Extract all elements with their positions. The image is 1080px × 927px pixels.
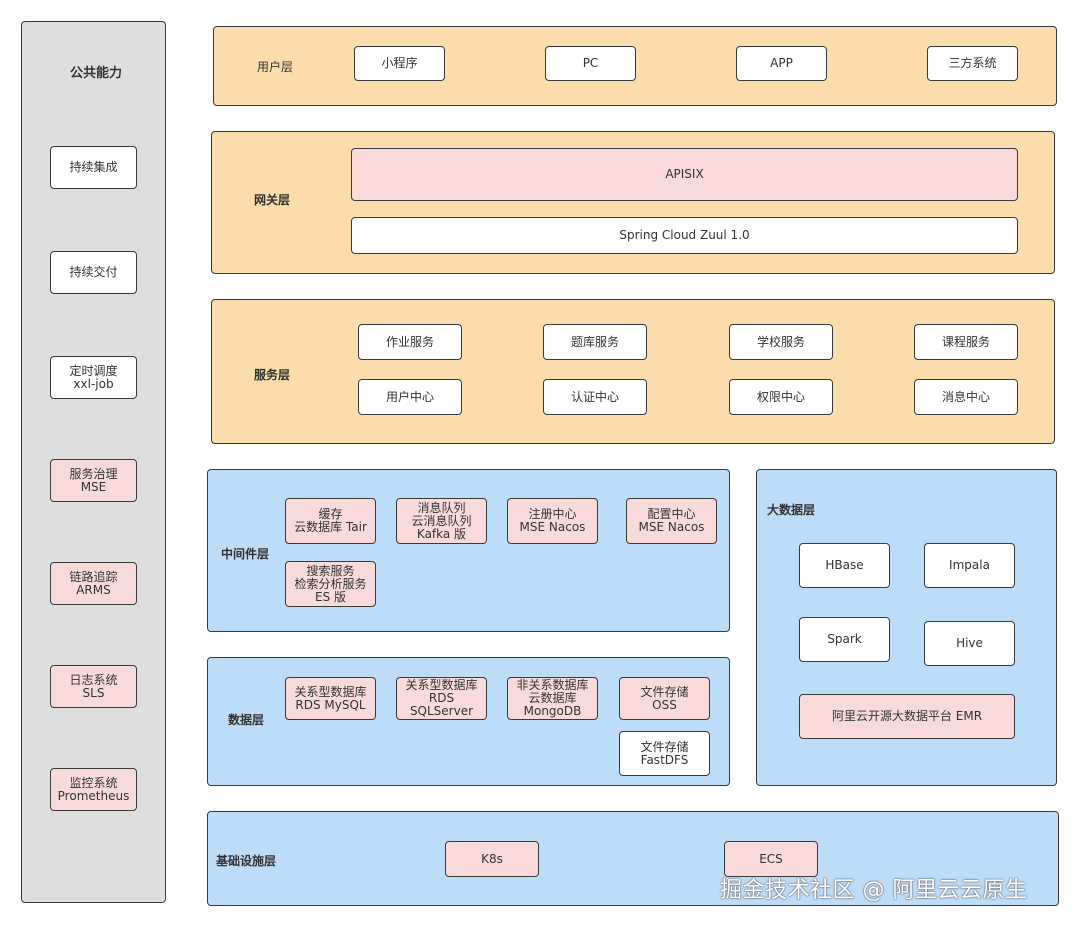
user-item-third-party: 三方系统 <box>927 46 1018 81</box>
public-item-sls: 日志系统 SLS <box>50 665 137 708</box>
middleware-item-search: 搜索服务 检索分析服务 ES 版 <box>285 561 376 607</box>
service-layer-label: 服务层 <box>254 368 291 382</box>
middleware-item-config: 配置中心 MSE Nacos <box>626 498 717 544</box>
middleware-item-message-queue: 消息队列 云消息队列 Kafka 版 <box>396 498 487 544</box>
data-item-rds-sqlserver: 关系型数据库 RDS SQLServer <box>396 677 487 720</box>
bigdata-item-impala: Impala <box>924 543 1015 588</box>
data-item-rds-mysql: 关系型数据库 RDS MySQL <box>285 677 376 720</box>
bigdata-layer-label: 大数据层 <box>767 503 816 517</box>
public-capabilities-title: 公共能力 <box>70 66 123 81</box>
middleware-layer-panel <box>207 469 730 632</box>
service-item-permission-center: 权限中心 <box>729 379 833 415</box>
middleware-item-cache: 缓存 云数据库 Tair <box>285 498 376 544</box>
service-item-question-bank: 题库服务 <box>543 324 647 360</box>
user-item-app: APP <box>736 46 827 81</box>
data-layer-label: 数据层 <box>228 713 265 727</box>
infra-layer-panel <box>207 811 1059 906</box>
bigdata-item-spark: Spark <box>799 617 890 662</box>
public-item-ci: 持续集成 <box>50 146 137 189</box>
bigdata-item-hbase: HBase <box>799 543 890 588</box>
bigdata-item-hive: Hive <box>924 621 1015 666</box>
service-item-school: 学校服务 <box>729 324 833 360</box>
service-item-user-center: 用户中心 <box>358 379 462 415</box>
user-item-pc: PC <box>545 46 636 81</box>
gateway-layer-label: 网关层 <box>254 193 291 207</box>
data-item-oss: 文件存储 OSS <box>619 677 710 720</box>
public-item-mse: 服务治理 MSE <box>50 459 137 502</box>
infra-item-k8s: K8s <box>445 841 539 877</box>
infra-item-ecs: ECS <box>724 841 818 877</box>
user-item-miniprogram: 小程序 <box>354 46 445 81</box>
infra-layer-label: 基础设施层 <box>216 854 277 868</box>
middleware-item-registry: 注册中心 MSE Nacos <box>507 498 598 544</box>
gateway-item-apisix: APISIX <box>351 148 1018 201</box>
service-item-message-center: 消息中心 <box>914 379 1018 415</box>
public-item-scheduler: 定时调度 xxl-job <box>50 356 137 399</box>
bigdata-item-emr: 阿里云开源大数据平台 EMR <box>799 694 1015 739</box>
service-item-auth-center: 认证中心 <box>543 379 647 415</box>
watermark-text: 掘金技术社区 @ 阿里云云原生 <box>720 878 1028 903</box>
public-item-cd: 持续交付 <box>50 251 137 294</box>
gateway-item-zuul: Spring Cloud Zuul 1.0 <box>351 217 1018 254</box>
public-item-prometheus: 监控系统 Prometheus <box>50 768 137 811</box>
data-item-fastdfs: 文件存储 FastDFS <box>619 731 710 776</box>
public-item-arms: 链路追踪 ARMS <box>50 562 137 605</box>
service-item-course: 课程服务 <box>914 324 1018 360</box>
data-item-mongodb: 非关系数据库 云数据库 MongoDB <box>507 677 598 720</box>
middleware-layer-label: 中间件层 <box>221 547 270 561</box>
user-layer-label: 用户层 <box>257 60 294 74</box>
service-layer-panel <box>211 299 1055 444</box>
service-item-homework: 作业服务 <box>358 324 462 360</box>
